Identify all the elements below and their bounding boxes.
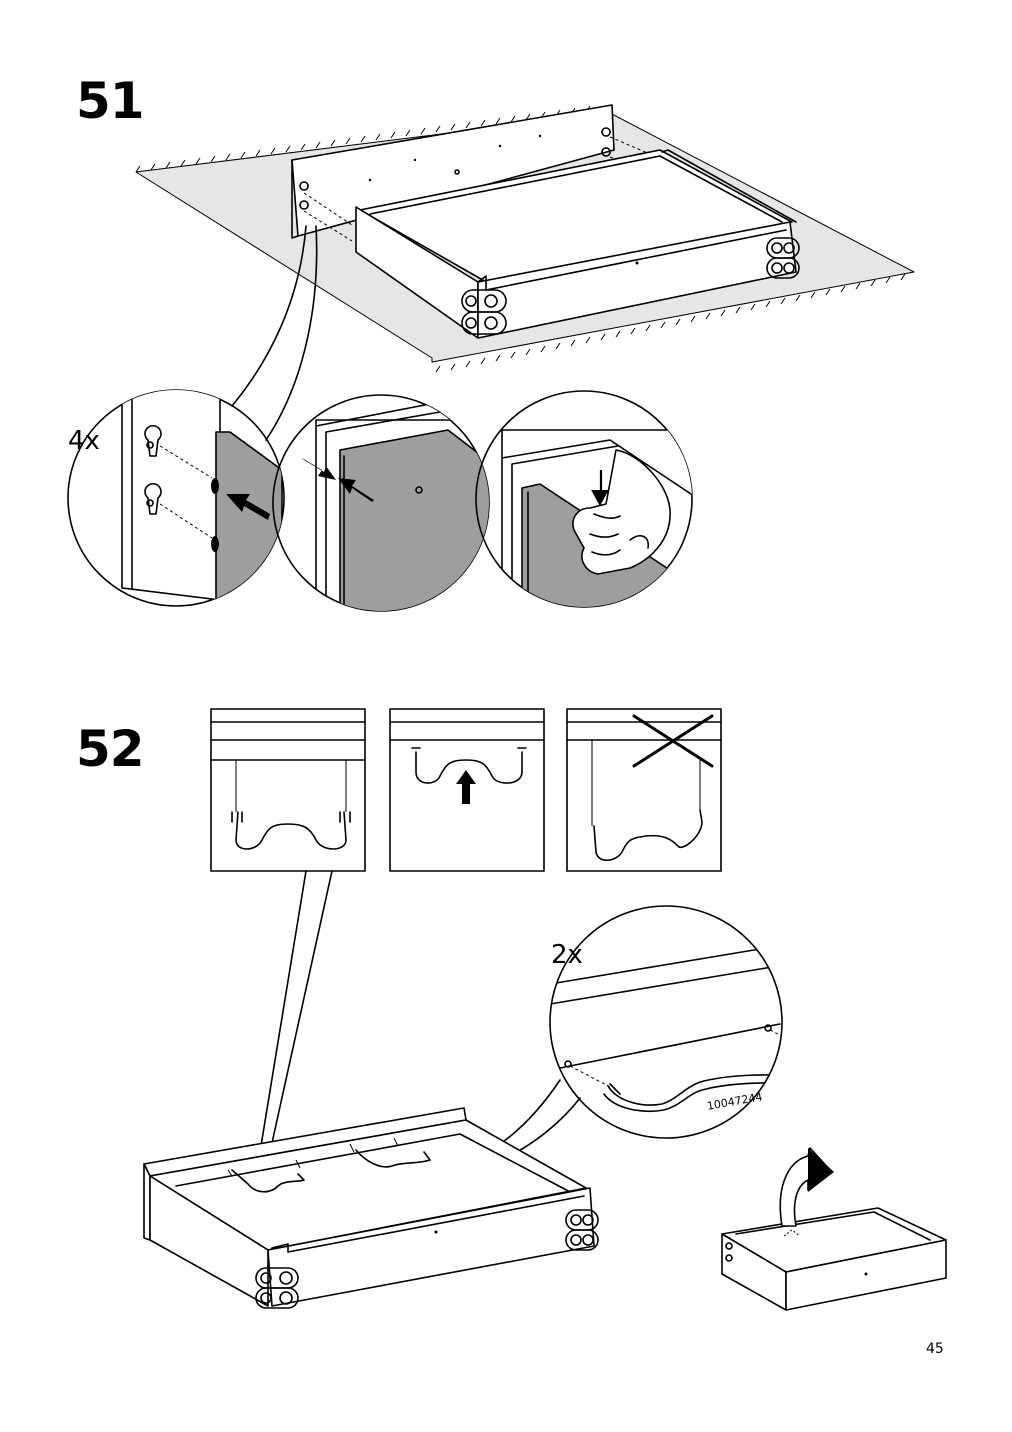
handle-correct-frame-2: [389, 708, 545, 872]
callout-leader-line: [231, 225, 307, 407]
page-number: 45: [926, 1341, 944, 1357]
callout-leader-line-3: [259, 870, 333, 1153]
drawer-bottom-view: [143, 1107, 599, 1309]
drawer-body: [303, 149, 800, 339]
handle-incorrect-frame: [566, 708, 722, 872]
detail-circle-push-together: [272, 394, 490, 612]
step-number-51: 51: [76, 72, 145, 130]
callout-leader-line-2: [265, 225, 318, 441]
handle-correct-frame-1: [210, 708, 366, 872]
rotate-arrow-icon: [779, 1147, 834, 1227]
flipped-drawer-illustration: [721, 1207, 947, 1311]
step-number-52: 52: [76, 720, 145, 778]
drawer-front-panel: [291, 104, 665, 239]
